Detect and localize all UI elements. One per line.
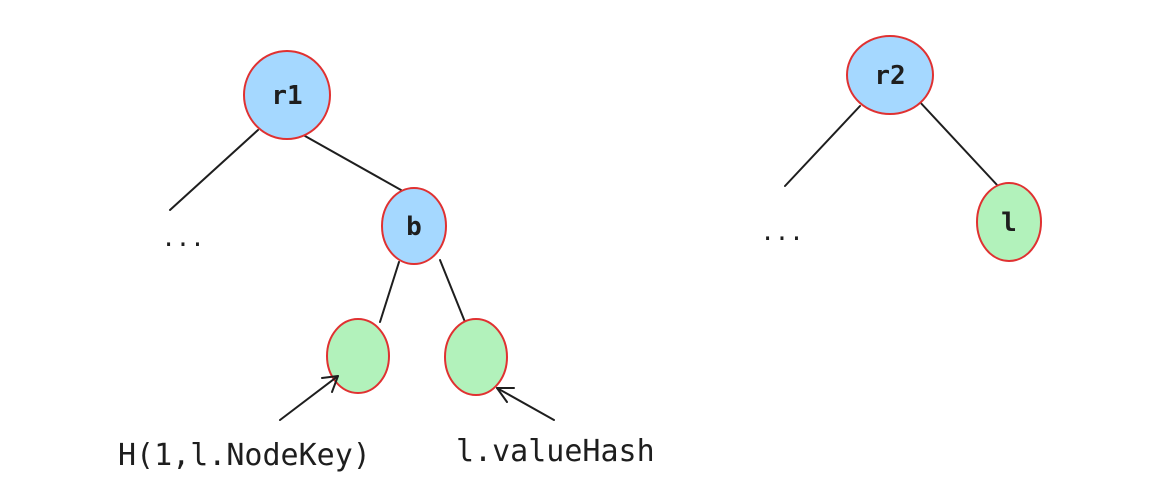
- node-b-shape: [381, 187, 447, 265]
- arrow-leaf-left-head: [321, 375, 339, 393]
- node-r2-shape: [846, 35, 934, 115]
- node-r1: r1: [243, 50, 331, 140]
- collapsed-subtree-right: ...: [760, 218, 803, 246]
- edge-r1-b: [304, 135, 402, 191]
- collapsed-subtree-left: ...: [161, 224, 204, 252]
- edge-r2-collapsed: [784, 105, 861, 187]
- leaf-l-shape: [976, 182, 1042, 262]
- leaf-l: l: [976, 182, 1042, 262]
- node-b: b: [381, 187, 447, 265]
- leaf-left-shape: [326, 318, 390, 394]
- arrow-leaf-left-shaft: [279, 375, 339, 421]
- arrow-leaf-right-shaft: [496, 387, 555, 421]
- edge-r2-l: [917, 99, 999, 187]
- edge-b-leaf-left: [379, 261, 400, 323]
- arrow-leaf-left: [279, 375, 339, 421]
- leaf-left: [326, 318, 390, 394]
- node-r1-shape: [243, 50, 331, 140]
- arrow-leaf-right: [496, 387, 555, 421]
- node-r1-label: r1: [271, 81, 302, 111]
- edge-r1-collapsed: [169, 129, 259, 211]
- arrow-leaf-right-head: [496, 387, 515, 403]
- leaf-right-shape: [444, 318, 508, 396]
- leaf-left-caption: H(1,l.NodeKey): [118, 438, 371, 473]
- edge-b-leaf-right: [439, 259, 466, 323]
- leaf-l-label: l: [1001, 208, 1017, 238]
- leaf-right: [444, 318, 508, 396]
- node-b-label: b: [406, 212, 422, 242]
- node-r2: r2: [846, 35, 934, 115]
- leaf-right-caption: l.valueHash: [456, 434, 655, 469]
- node-r2-label: r2: [874, 61, 905, 91]
